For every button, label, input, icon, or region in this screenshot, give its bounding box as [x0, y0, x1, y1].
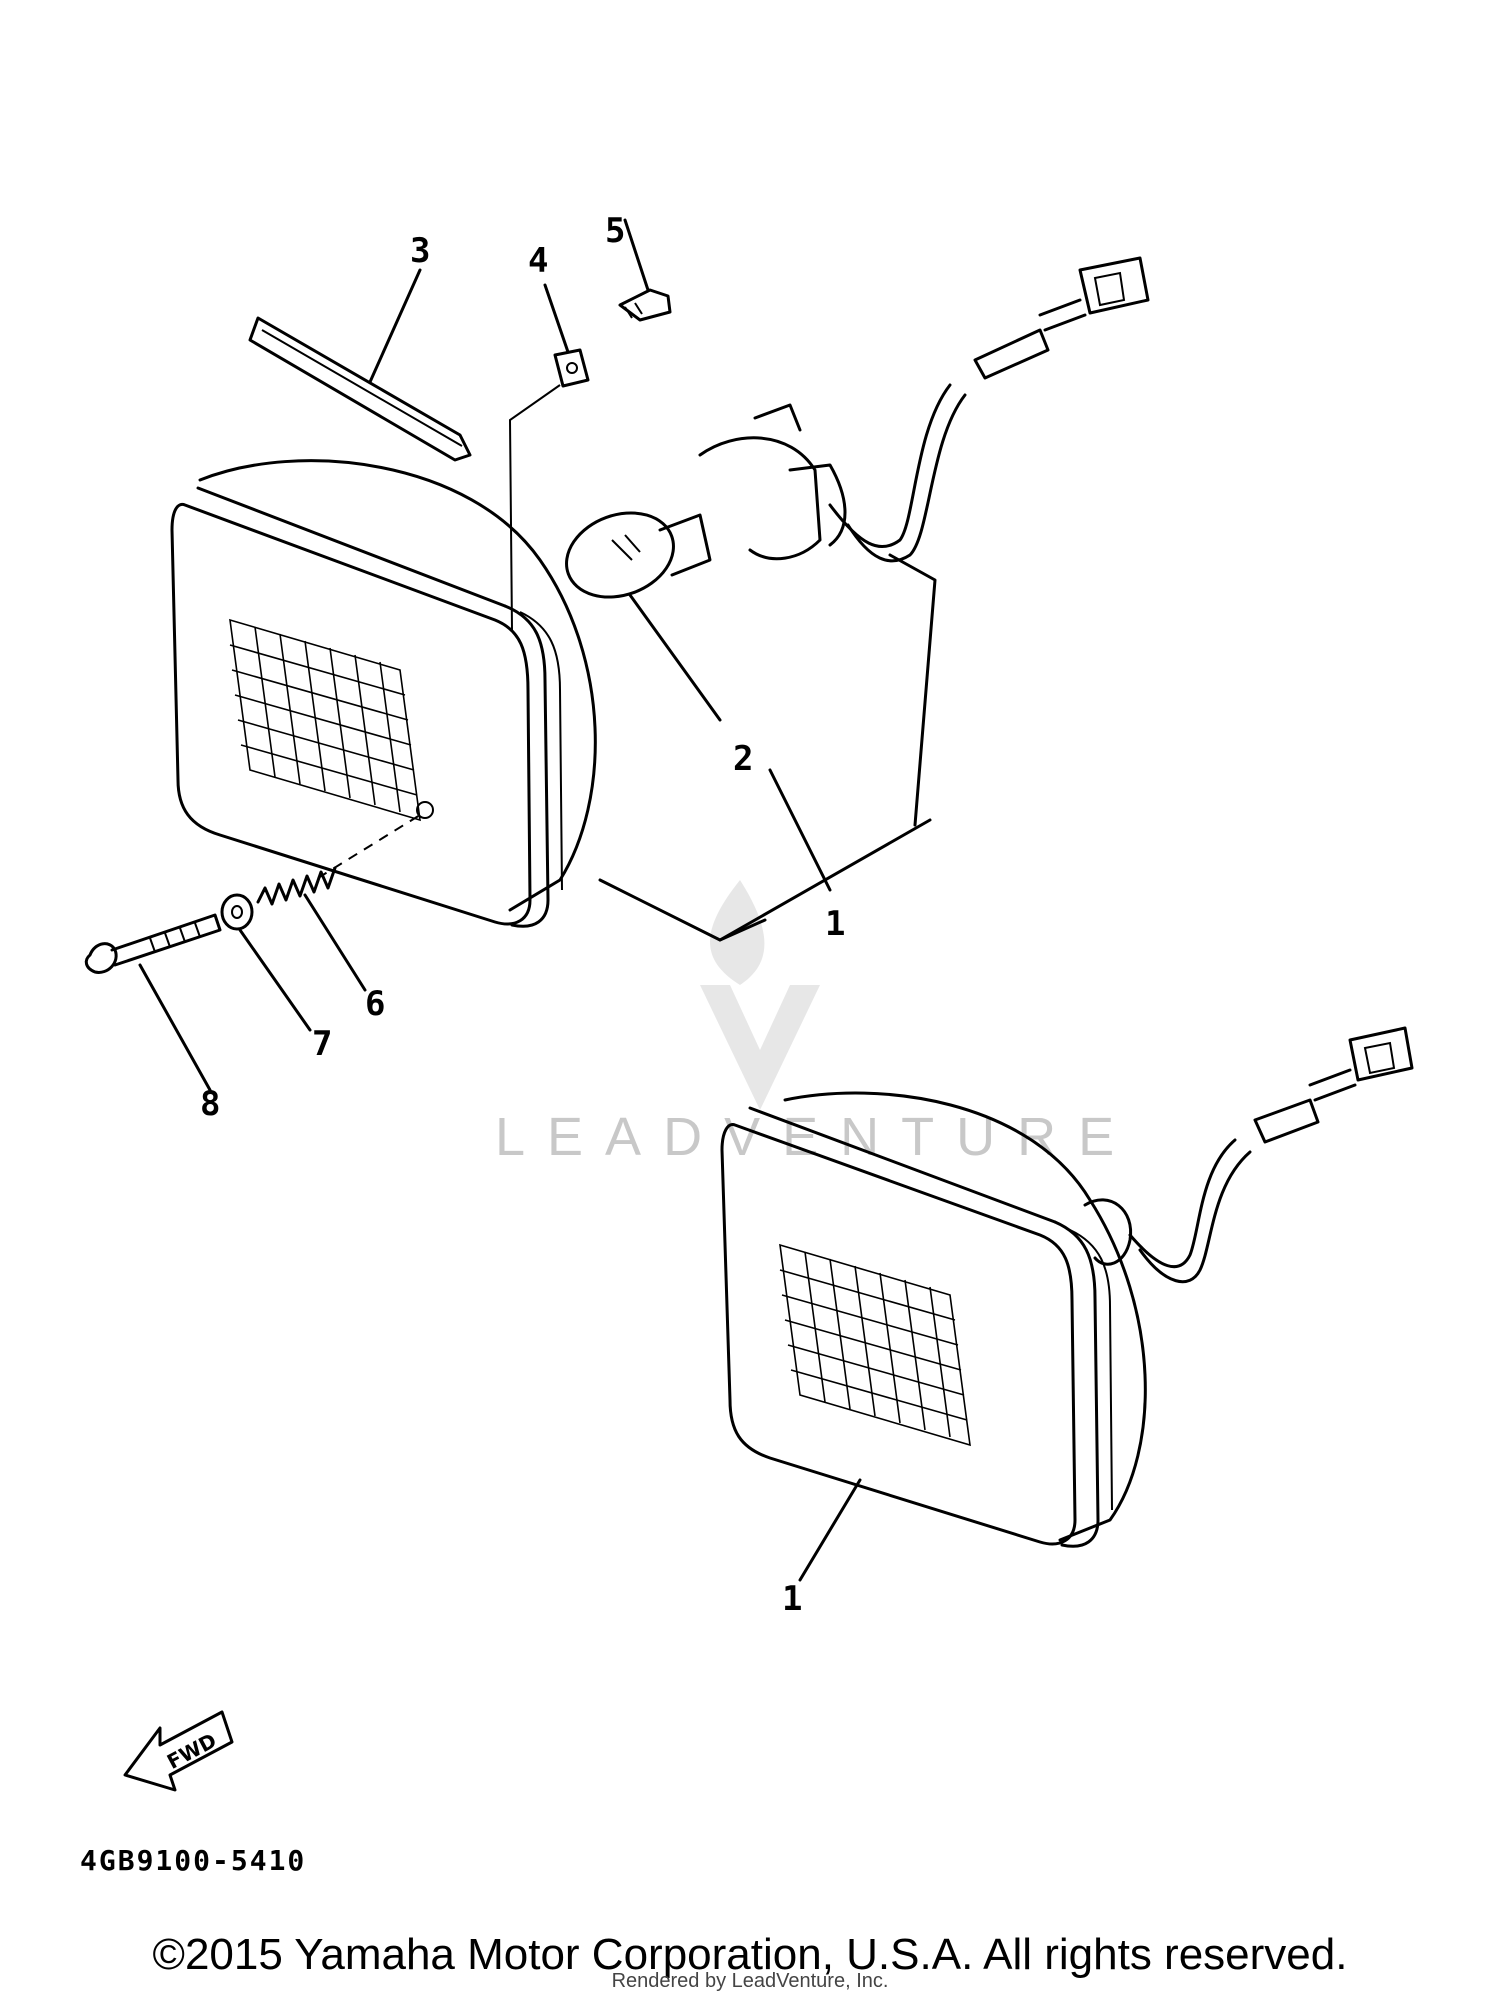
wire-harness-upper — [828, 256, 1150, 827]
fwd-label: FWD — [163, 1728, 220, 1774]
socket — [698, 403, 847, 561]
spring — [256, 866, 367, 992]
callout-5: 5 — [605, 211, 625, 251]
rendered-by-notice: Rendered by LeadVenture, Inc. — [611, 1970, 889, 1992]
washer — [220, 893, 312, 1032]
fwd-arrow: FWD — [123, 1710, 234, 1792]
lamp-assembly-upper — [170, 459, 932, 942]
callout-1: 1 — [825, 904, 845, 944]
screw-small — [618, 218, 672, 322]
watermark-text: LEADVENTURE — [495, 1107, 1136, 1167]
clip-nut — [508, 283, 590, 631]
callout-6: 6 — [365, 984, 385, 1024]
copyright-notice: ©2015 Yamaha Motor Corporation, U.S.A. A… — [152, 1930, 1348, 1979]
callout-4: 4 — [528, 241, 548, 281]
bulb — [565, 511, 832, 892]
trim-strip — [248, 268, 472, 462]
callout-8: 8 — [200, 1084, 220, 1124]
lamp-assembly-lower — [720, 1026, 1414, 1582]
callout-3: 3 — [410, 231, 430, 271]
callout-2: 2 — [733, 739, 753, 779]
callout-7: 7 — [312, 1024, 332, 1064]
part-number: 4GB9100-5410 — [80, 1844, 306, 1877]
callout-1b: 1 — [782, 1579, 802, 1619]
screw-long — [84, 913, 222, 1092]
watermark-logo — [700, 880, 820, 1110]
